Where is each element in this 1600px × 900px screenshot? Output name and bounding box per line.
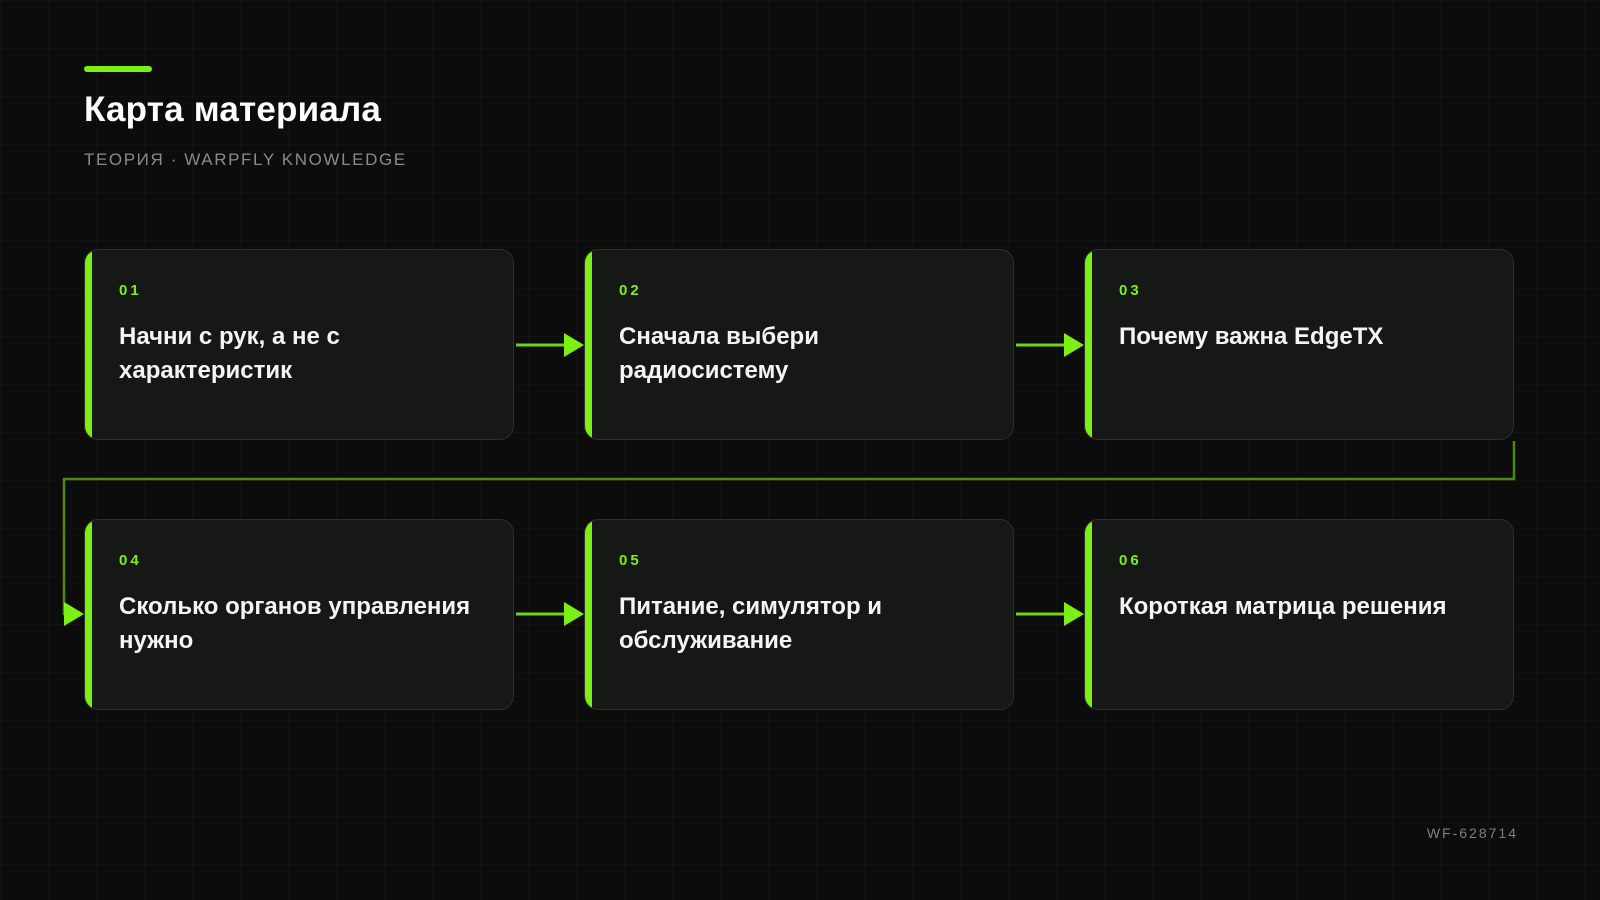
title-accent-bar <box>84 66 152 72</box>
step-card-4: 04 Сколько органов управления нужно <box>84 519 514 710</box>
step-number: 06 <box>1119 552 1142 569</box>
step-number: 03 <box>1119 282 1142 299</box>
step-number: 02 <box>619 282 642 299</box>
step-card-6: 06 Короткая матрица решения <box>1084 519 1514 710</box>
arrow-4-5-head <box>564 602 584 626</box>
step-label: Короткая матрица решения <box>1119 593 1447 620</box>
step-card-5: 05 Питание, симулятор и обслуживание <box>584 519 1014 710</box>
document-code: WF-628714 <box>1426 825 1518 841</box>
step-label: Сначала выбери радиосистему <box>619 323 819 384</box>
page-subtitle: ТЕОРИЯ · WARPFLY KNOWLEDGE <box>84 150 407 169</box>
step-card-1: 01 Начни с рук, а не с характеристик <box>84 249 514 440</box>
step-label: Почему важна EdgeTX <box>1119 323 1384 350</box>
step-label: Начни с рук, а не с характеристик <box>119 323 340 384</box>
step-label: Питание, симулятор и обслуживание <box>619 593 883 654</box>
arrow-5-6-head <box>1064 602 1084 626</box>
step-card-3: 03 Почему важна EdgeTX <box>1084 249 1514 440</box>
step-number: 01 <box>119 282 142 299</box>
step-number: 05 <box>619 552 642 569</box>
arrow-3-4-head <box>64 602 84 626</box>
step-label: Сколько органов управления нужно <box>119 593 471 654</box>
arrow-1-2-head <box>564 333 584 357</box>
step-card-2: 02 Сначала выбери радиосистему <box>584 249 1014 440</box>
page-title: Карта материала <box>84 90 382 129</box>
arrow-2-3-head <box>1064 333 1084 357</box>
step-number: 04 <box>119 552 142 569</box>
